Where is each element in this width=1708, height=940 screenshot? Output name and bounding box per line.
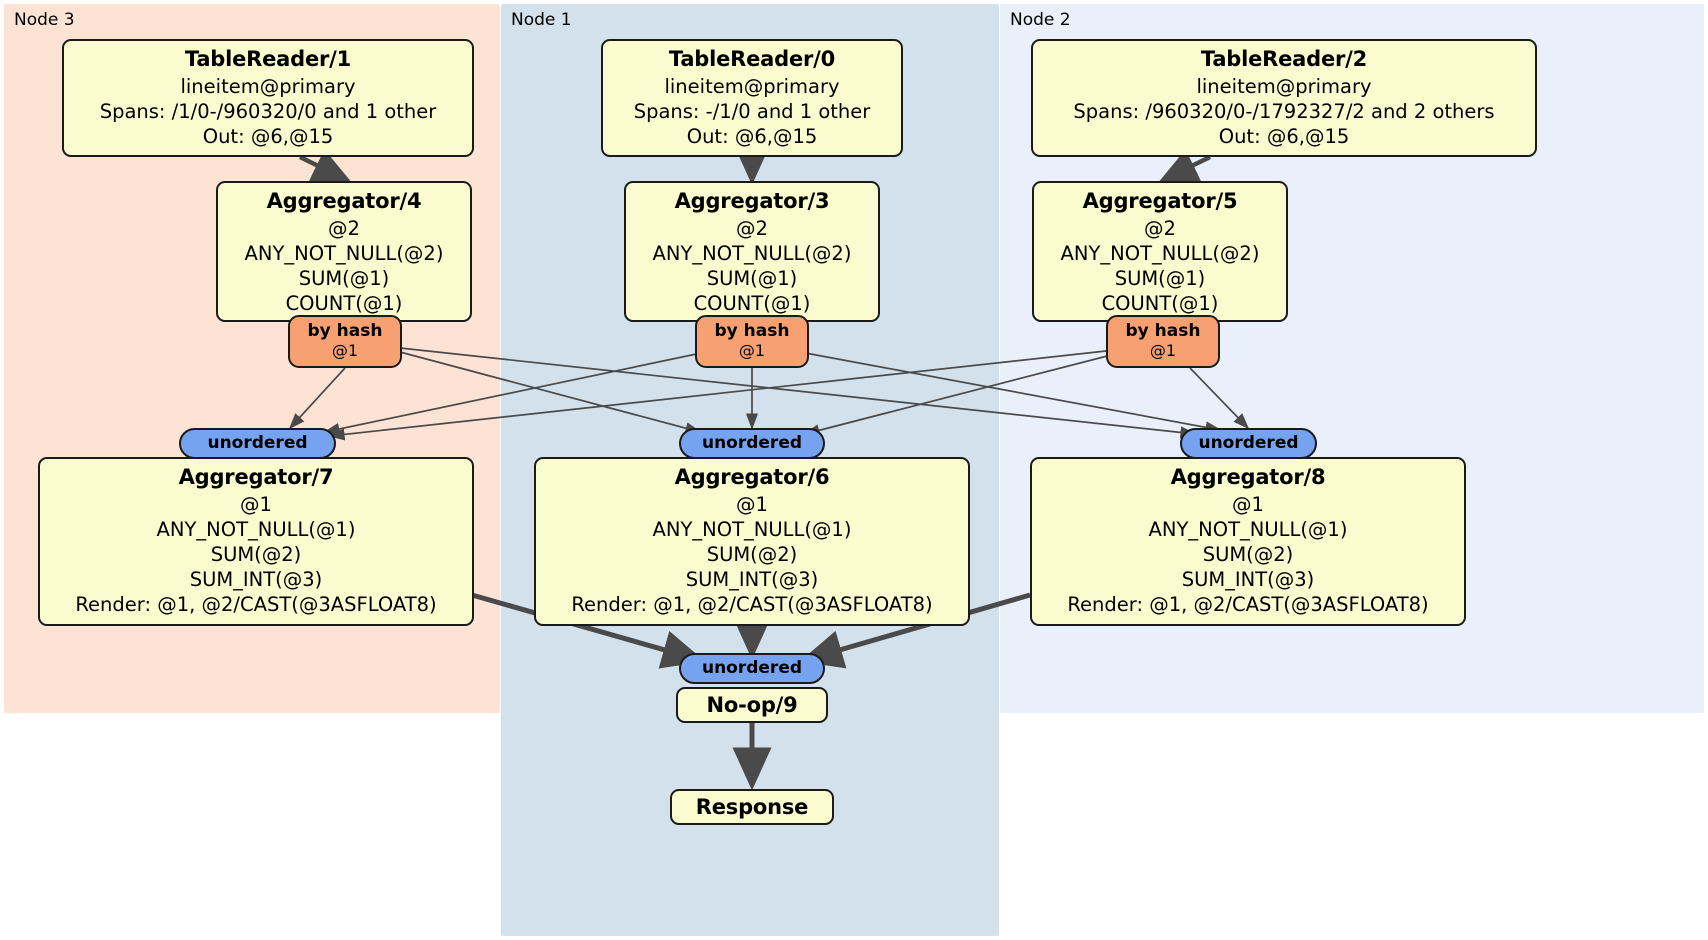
processor-line: Render: @1, @2/CAST(@3ASFLOAT8)	[571, 593, 933, 616]
processor-line: Spans: /960320/0-/1792327/2 and 2 others	[1073, 100, 1495, 123]
processor-line: Out: @6,@15	[1218, 125, 1350, 148]
router-badge-secondary: @1	[331, 341, 359, 360]
sync-badge-unordered-center[interactable]: unordered	[679, 428, 825, 459]
processor-line: @1	[736, 493, 768, 516]
processor-tablereader-2[interactable]: TableReader/2 lineitem@primary Spans: /9…	[1031, 39, 1537, 157]
processor-line: Out: @6,@15	[686, 125, 818, 148]
processor-title: TableReader/0	[668, 47, 836, 71]
processor-title: Aggregator/3	[674, 189, 830, 213]
processor-line: Spans: /1/0-/960320/0 and 1 other	[99, 100, 437, 123]
processor-title: Aggregator/8	[1170, 465, 1326, 489]
processor-line: COUNT(@1)	[1101, 292, 1219, 315]
processor-line: ANY_NOT_NULL(@2)	[652, 242, 852, 265]
processor-title: Aggregator/7	[178, 465, 334, 489]
processor-line: SUM_INT(@3)	[189, 568, 323, 591]
processor-line: lineitem@primary	[180, 75, 356, 98]
panel-node-3-label: Node 3	[14, 10, 75, 30]
processor-aggregator-4[interactable]: Aggregator/4 @2 ANY_NOT_NULL(@2) SUM(@1)…	[216, 181, 472, 322]
processor-aggregator-5[interactable]: Aggregator/5 @2 ANY_NOT_NULL(@2) SUM(@1)…	[1032, 181, 1288, 322]
processor-line: Out: @6,@15	[202, 125, 334, 148]
processor-line: SUM(@1)	[706, 267, 798, 290]
processor-line: ANY_NOT_NULL(@2)	[1060, 242, 1260, 265]
processor-line: SUM(@2)	[706, 543, 798, 566]
processor-aggregator-6[interactable]: Aggregator/6 @1 ANY_NOT_NULL(@1) SUM(@2)…	[534, 457, 970, 626]
processor-title: Aggregator/6	[674, 465, 830, 489]
panel-node-2-label: Node 2	[1010, 10, 1071, 30]
processor-tablereader-0[interactable]: TableReader/0 lineitem@primary Spans: -/…	[601, 39, 903, 157]
processor-line: Spans: -/1/0 and 1 other	[633, 100, 871, 123]
processor-line: COUNT(@1)	[693, 292, 811, 315]
processor-no-op-9[interactable]: No-op/9	[676, 687, 828, 723]
processor-line: @2	[736, 217, 768, 240]
router-badge-secondary: @1	[1149, 341, 1177, 360]
processor-line: COUNT(@1)	[285, 292, 403, 315]
processor-line: @2	[328, 217, 360, 240]
processor-title: TableReader/1	[184, 47, 352, 71]
processor-aggregator-8[interactable]: Aggregator/8 @1 ANY_NOT_NULL(@1) SUM(@2)…	[1030, 457, 1466, 626]
processor-line: SUM_INT(@3)	[1181, 568, 1315, 591]
processor-line: SUM_INT(@3)	[685, 568, 819, 591]
processor-title: Response	[695, 795, 809, 819]
processor-title: TableReader/2	[1200, 47, 1368, 71]
processor-line: lineitem@primary	[664, 75, 840, 98]
processor-line: ANY_NOT_NULL(@1)	[652, 518, 852, 541]
processor-line: ANY_NOT_NULL(@1)	[156, 518, 356, 541]
processor-line: ANY_NOT_NULL(@1)	[1148, 518, 1348, 541]
processor-line: ANY_NOT_NULL(@2)	[244, 242, 444, 265]
processor-line: @2	[1144, 217, 1176, 240]
processor-line: @1	[1232, 493, 1264, 516]
processor-aggregator-7[interactable]: Aggregator/7 @1 ANY_NOT_NULL(@1) SUM(@2)…	[38, 457, 474, 626]
processor-line: @1	[240, 493, 272, 516]
router-badge-by-hash-left[interactable]: by hash @1	[288, 315, 402, 368]
processor-title: Aggregator/5	[1082, 189, 1238, 213]
processor-line: SUM(@1)	[298, 267, 390, 290]
router-badge-secondary: @1	[738, 341, 766, 360]
processor-tablereader-1[interactable]: TableReader/1 lineitem@primary Spans: /1…	[62, 39, 474, 157]
processor-title: No-op/9	[706, 693, 798, 717]
sync-badge-unordered-right[interactable]: unordered	[1180, 428, 1317, 459]
processor-line: Render: @1, @2/CAST(@3ASFLOAT8)	[1067, 593, 1429, 616]
router-badge-by-hash-center[interactable]: by hash @1	[695, 315, 809, 368]
sync-badge-unordered-final[interactable]: unordered	[679, 653, 825, 684]
processor-aggregator-3[interactable]: Aggregator/3 @2 ANY_NOT_NULL(@2) SUM(@1)…	[624, 181, 880, 322]
processor-line: SUM(@2)	[210, 543, 302, 566]
router-badge-by-hash-right[interactable]: by hash @1	[1106, 315, 1220, 368]
processor-line: SUM(@1)	[1114, 267, 1206, 290]
router-badge-primary: by hash	[307, 321, 383, 341]
processor-line: lineitem@primary	[1196, 75, 1372, 98]
router-badge-primary: by hash	[714, 321, 790, 341]
panel-node-1-label: Node 1	[511, 10, 572, 30]
processor-line: SUM(@2)	[1202, 543, 1294, 566]
processor-line: Render: @1, @2/CAST(@3ASFLOAT8)	[75, 593, 437, 616]
processor-title: Aggregator/4	[266, 189, 422, 213]
processor-response[interactable]: Response	[670, 789, 834, 825]
router-badge-primary: by hash	[1125, 321, 1201, 341]
sync-badge-unordered-left[interactable]: unordered	[179, 428, 336, 459]
